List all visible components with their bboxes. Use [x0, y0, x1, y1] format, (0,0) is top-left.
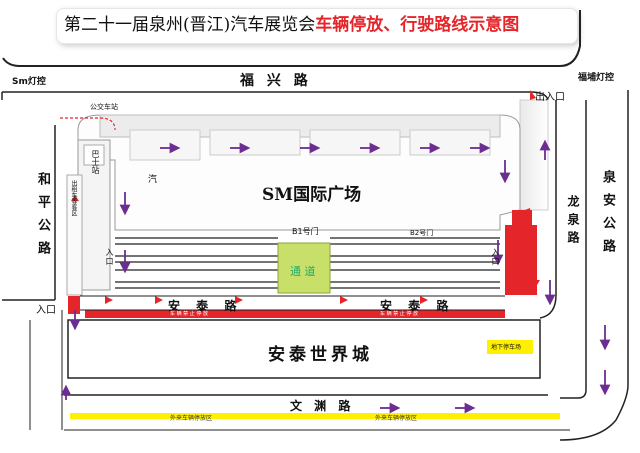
- sm-light-label: Sm灯控: [12, 77, 46, 87]
- entry-inner-right-label: 入口: [491, 248, 500, 266]
- east-outer-edge: [559, 90, 629, 441]
- yellow-strip-text-2: 外来车辆停放区: [375, 415, 418, 422]
- quanan-road-label: 泉安公路: [600, 170, 615, 262]
- taxi-zone-label: 出租车等客区: [70, 180, 77, 216]
- bashi-station-label: 巴士站: [91, 150, 100, 174]
- yellow-strip-text-1: 外来车辆停放区: [170, 415, 213, 422]
- underground-label: 地下停车场: [491, 344, 522, 351]
- underground-parking-box: [487, 340, 533, 354]
- quanan-road-edge: [560, 100, 587, 399]
- title-black: 第二十一届泉州(晋江)汽车展览会: [64, 15, 316, 35]
- wenyuan-road-label: 文 渊 路: [290, 399, 355, 413]
- traffic-arrows: [60, 139, 611, 414]
- parking-rows: [115, 237, 500, 289]
- entry-exit-ne-label: 出入口: [535, 92, 565, 103]
- red-strip-text-1: 车 辆 禁 止 停 放: [170, 311, 208, 317]
- antai-road-label-2: 安 泰 路: [380, 299, 455, 313]
- passage-label: 通 道: [290, 265, 316, 278]
- title-red: 车辆停放、行驶路线示意图: [315, 15, 520, 35]
- gate-b1-label: B1号门: [292, 227, 319, 236]
- sm-mall-label: SM国际广场: [262, 185, 362, 205]
- world-city-label: 安泰世界城: [268, 345, 373, 365]
- north-road-top-edge: [2, 10, 581, 67]
- longquan-road-label: 龙泉路: [566, 195, 580, 249]
- entry-inner-label: 入口: [105, 248, 114, 266]
- world-city-block: [67, 319, 541, 379]
- bus-stop-label: 公交车站: [90, 103, 118, 111]
- auto-label: 汽: [148, 175, 158, 185]
- ne-corner-block: [519, 99, 549, 211]
- north-road-bottom-edge: [2, 91, 549, 101]
- red-arrows: [71, 90, 540, 304]
- map-title: 第二十一届泉州(晋江)汽车展览会车辆停放、行驶路线示意图: [56, 8, 584, 42]
- red-strip-left: [68, 296, 80, 314]
- red-strip-south: [85, 310, 505, 318]
- red-strip-text-2: 车 辆 禁 止 停 放: [380, 311, 418, 317]
- passage-block: [277, 242, 331, 294]
- title-banner: [56, 8, 578, 44]
- antai-road-label: 安 泰 路: [168, 299, 243, 313]
- heping-road-label: 和平公路: [35, 172, 50, 264]
- route-dashed: [60, 117, 116, 131]
- entry-west-label: 入口: [36, 305, 56, 316]
- fuxing-road-label: 福 兴 路: [240, 73, 312, 89]
- bus-station-building: [77, 139, 111, 291]
- longquan-road-edge: [539, 100, 557, 319]
- yellow-strip: [70, 413, 560, 419]
- fupu-light-label: 福埔灯控: [578, 73, 615, 83]
- gate-b2-label: B2号门: [410, 229, 434, 237]
